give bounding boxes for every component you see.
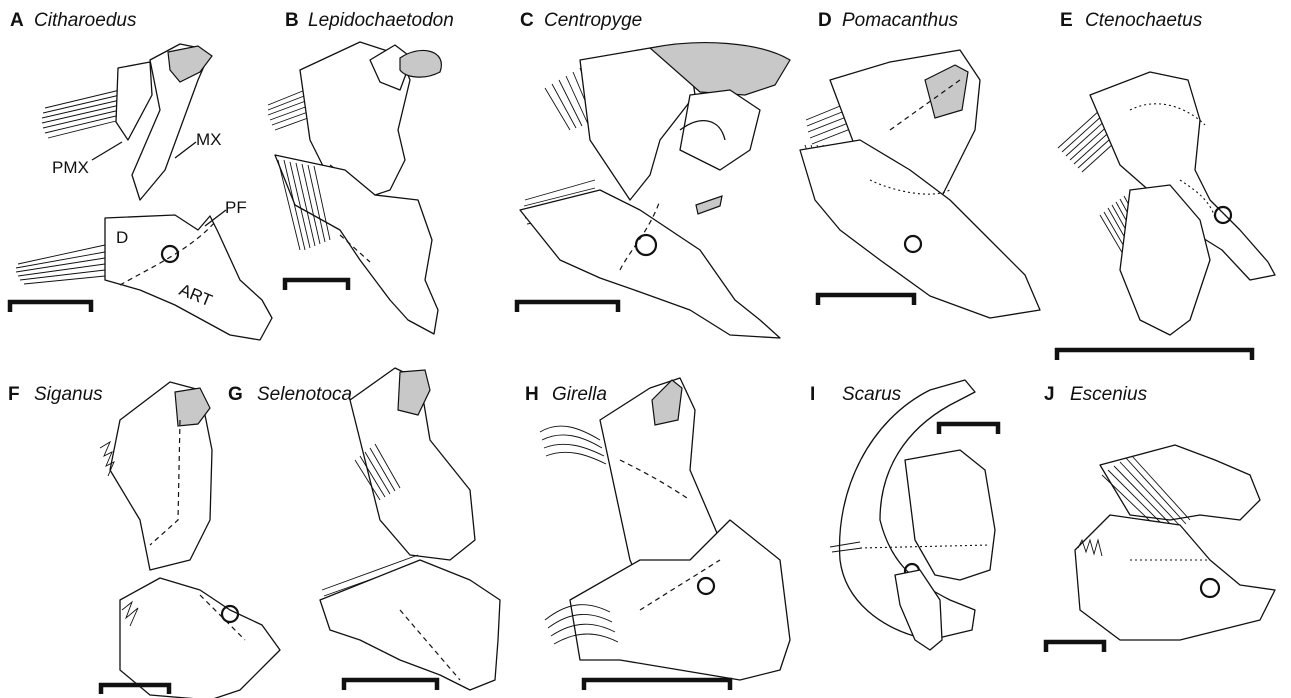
panel-j: J Escenius bbox=[1044, 384, 1275, 652]
panel-e-jaws bbox=[1058, 72, 1275, 335]
panel-b: B Lepidochaetodon bbox=[268, 10, 454, 334]
panel-b-name: Lepidochaetodon bbox=[308, 10, 454, 31]
label-mx: MX bbox=[196, 130, 222, 149]
panel-b-jaws bbox=[268, 42, 441, 334]
panel-i-scale-bar bbox=[939, 424, 998, 434]
panel-h-name: Girella bbox=[552, 384, 607, 405]
panel-f-jaws bbox=[100, 382, 280, 698]
panel-j-letter: J bbox=[1044, 384, 1055, 405]
panel-a-letter: A bbox=[10, 10, 24, 31]
panel-c-scale-bar bbox=[517, 302, 618, 312]
panel-i-name: Scarus bbox=[842, 384, 902, 405]
panel-g-jaws bbox=[320, 368, 500, 690]
panel-e-scale-bar bbox=[1057, 350, 1252, 360]
panel-h-letter: H bbox=[525, 384, 539, 405]
panel-f-letter: F bbox=[8, 384, 20, 405]
label-pf: PF bbox=[225, 198, 247, 217]
panel-a: A Citharoedus PMX MX PF D ART bbox=[10, 10, 272, 340]
panel-g-letter: G bbox=[228, 384, 243, 405]
panel-f: F Siganus bbox=[8, 382, 280, 698]
panel-d-jaws bbox=[800, 50, 1040, 318]
label-d: D bbox=[116, 228, 128, 247]
panel-c-letter: C bbox=[520, 10, 534, 31]
panel-j-name: Escenius bbox=[1070, 384, 1148, 405]
panel-j-scale-bar bbox=[1046, 642, 1104, 652]
panel-i-jaws bbox=[830, 380, 995, 650]
panel-h-jaws bbox=[540, 378, 790, 680]
panel-c-jaws bbox=[520, 43, 790, 338]
panel-d-name: Pomacanthus bbox=[842, 10, 959, 31]
label-pmx: PMX bbox=[52, 158, 89, 177]
panel-d-letter: D bbox=[818, 10, 832, 31]
panel-h: H Girella bbox=[525, 378, 790, 690]
panel-d: D Pomacanthus bbox=[800, 10, 1040, 318]
panel-a-lower-jaw bbox=[16, 215, 272, 340]
panel-e-name: Ctenochaetus bbox=[1085, 10, 1203, 31]
panel-d-scale-bar bbox=[818, 295, 914, 305]
panel-a-name: Citharoedus bbox=[34, 10, 137, 31]
panel-b-letter: B bbox=[285, 10, 299, 31]
panel-c-name: Centropyge bbox=[544, 10, 642, 31]
panel-g-scale-bar bbox=[344, 680, 437, 690]
panel-i-letter: I bbox=[810, 384, 815, 405]
panel-c: C Centropyge bbox=[517, 10, 790, 338]
panel-a-scale-bar bbox=[10, 302, 91, 312]
panel-f-name: Siganus bbox=[34, 384, 103, 405]
panel-e: E Ctenochaetus bbox=[1057, 10, 1275, 360]
panel-b-scale-bar bbox=[285, 280, 348, 290]
panel-j-jaws bbox=[1075, 445, 1275, 640]
panel-h-scale-bar bbox=[584, 680, 730, 690]
panel-i: I Scarus bbox=[810, 380, 998, 650]
panel-e-letter: E bbox=[1060, 10, 1073, 31]
panel-g-name: Selenotoca bbox=[257, 384, 352, 405]
